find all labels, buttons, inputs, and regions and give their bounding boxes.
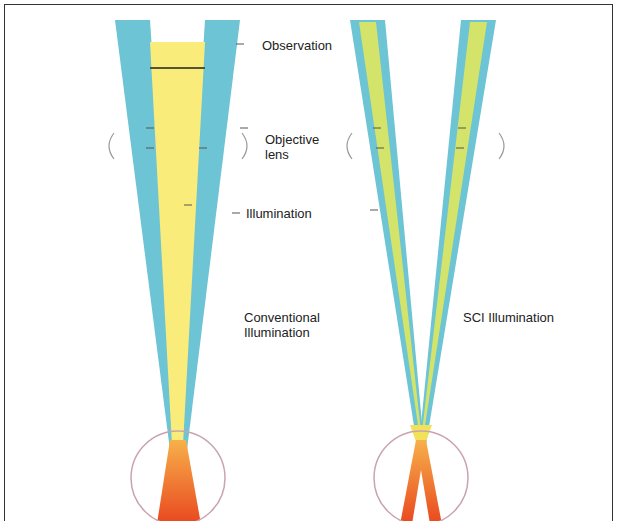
observation-label: Observation — [262, 38, 332, 53]
sci-setup — [347, 20, 504, 521]
leader-lines — [146, 44, 466, 213]
method-label: SCI Illumination — [463, 310, 554, 325]
conventional-setup — [109, 20, 247, 521]
method-label: Conventional Illumination — [244, 310, 344, 340]
frame — [5, 5, 613, 521]
objective-lens-label: Objective lens — [265, 132, 327, 162]
illumination-label: Illumination — [246, 206, 312, 221]
